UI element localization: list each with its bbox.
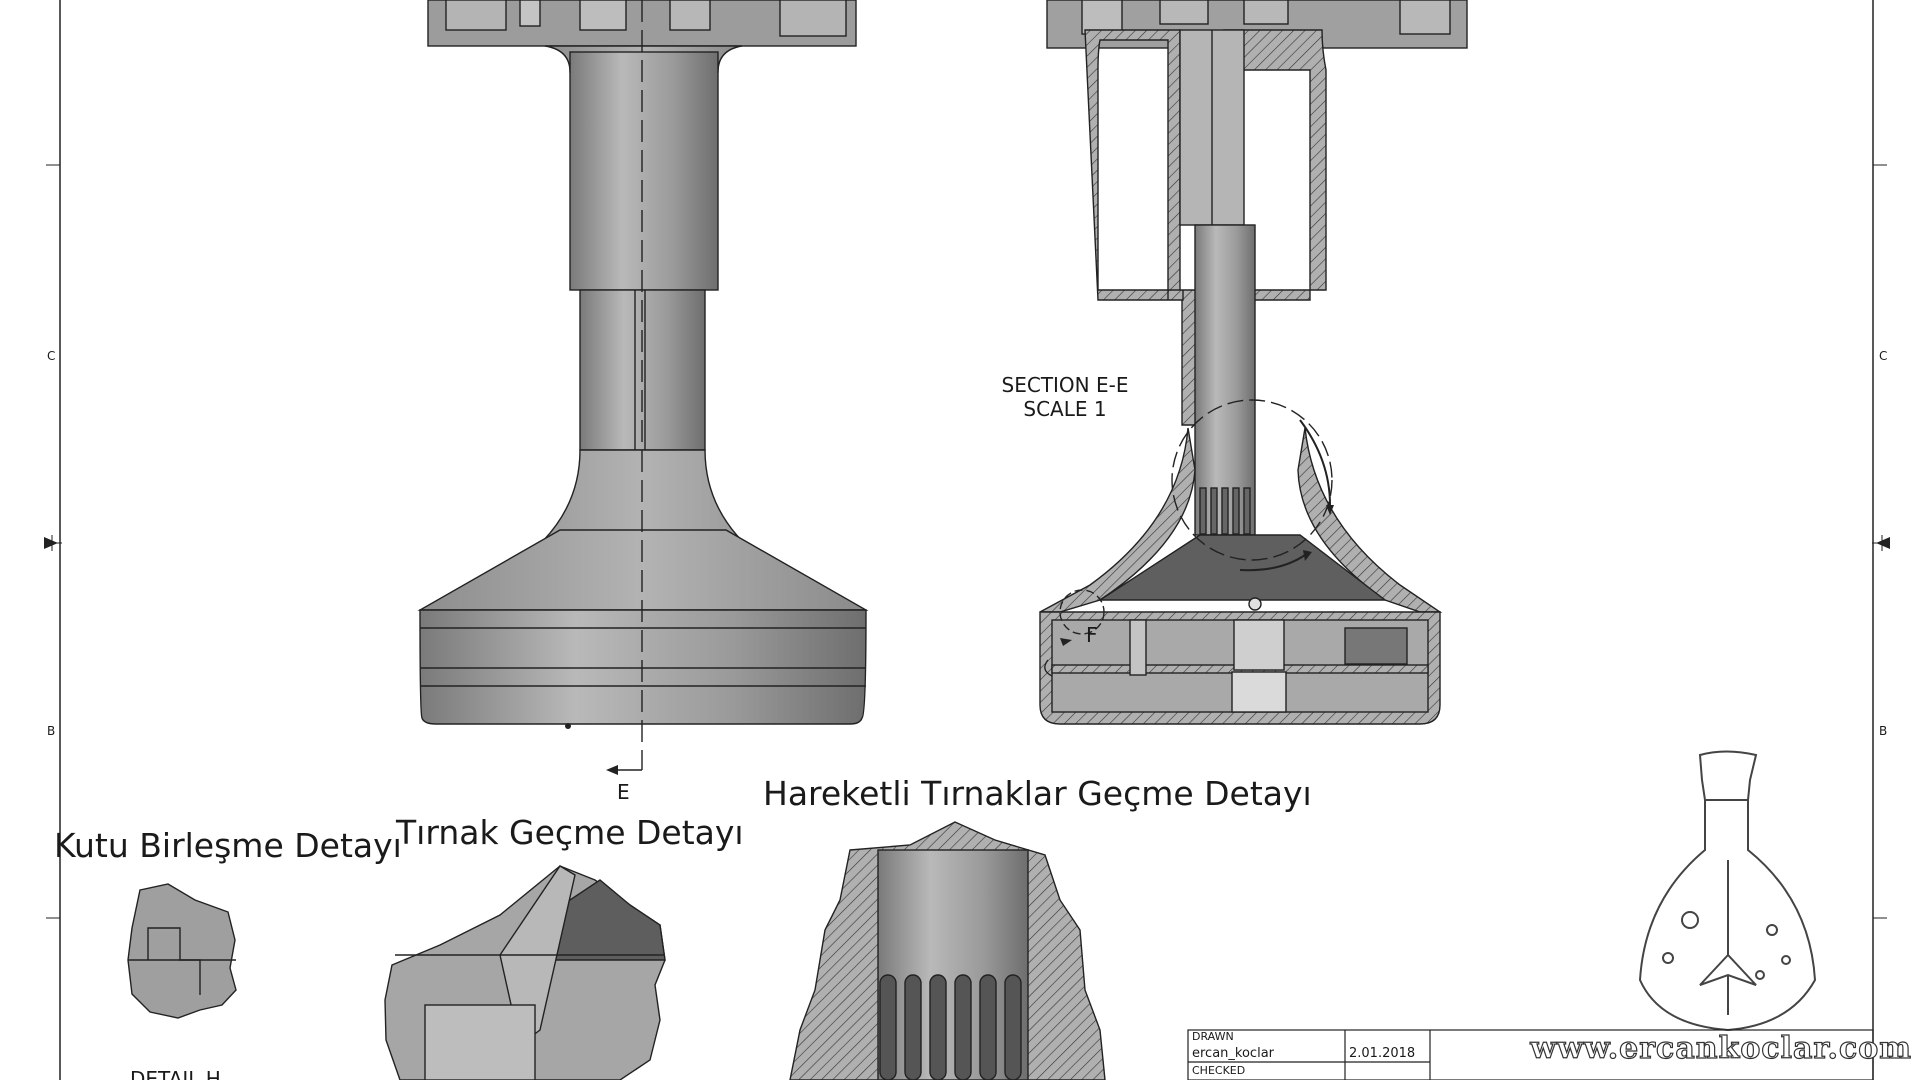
drawn-label: DRAWN: [1192, 1030, 1234, 1043]
detail-title-tirnak: Tırnak Geçme Detayı: [395, 813, 744, 852]
zone-label-left-b: B: [47, 724, 55, 738]
drawn-date: 2.01.2018: [1349, 1046, 1415, 1061]
detail-hareketli-drawing: [789, 821, 1106, 1080]
checked-label: CHECKED: [1192, 1064, 1245, 1077]
centering-arrow-left-icon: [44, 535, 62, 551]
section-fingers: [1199, 487, 1251, 535]
section-marker-label: E: [617, 780, 630, 804]
detail-ref-f: F: [1086, 623, 1098, 647]
zone-label-right-c: C: [1879, 349, 1887, 363]
front-view: [417, 0, 869, 775]
detail-caption-h: DETAIL H: [130, 1067, 221, 1080]
logo-flask-icon: [1638, 750, 1817, 1032]
section-scale: SCALE 1: [1023, 397, 1106, 421]
section-view: [1039, 0, 1468, 725]
sheet-border: C B C B: [44, 0, 1890, 1080]
detail-title-hareketli: Hareketli Tırnaklar Geçme Detayı: [763, 774, 1312, 813]
detail-title-kutu: Kutu Birleşme Detayı: [54, 826, 402, 865]
drawn-by: ercan_koclar: [1192, 1046, 1275, 1061]
zone-label-left-c: C: [47, 349, 55, 363]
watermark: www.ercankoclar.com: [1529, 1031, 1912, 1066]
detail-tirnak-drawing: [384, 865, 666, 1080]
detail-fingers: [879, 974, 1022, 1080]
centering-arrow-right-icon: [1872, 535, 1890, 551]
detail-kutu-drawing: [127, 883, 237, 1019]
section-title: SECTION E-E: [1002, 373, 1129, 397]
zone-label-right-b: B: [1879, 724, 1887, 738]
title-block: [1187, 1029, 1874, 1080]
